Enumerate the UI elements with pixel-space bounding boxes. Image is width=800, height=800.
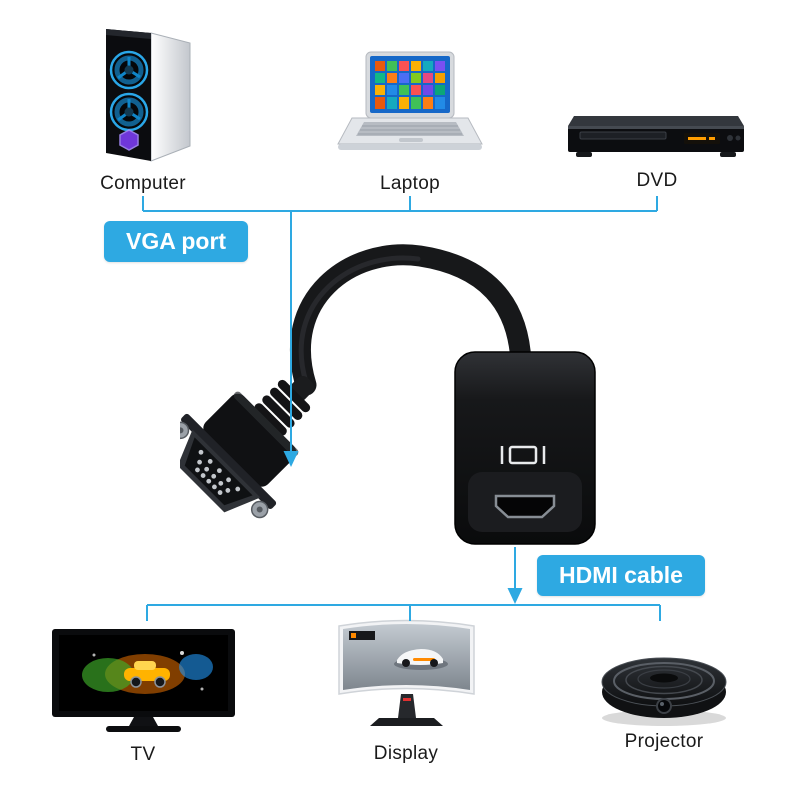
device-label-computer: Computer	[100, 173, 186, 194]
dvd-disc-tray	[579, 131, 667, 140]
top-bracket-line	[142, 196, 658, 212]
tv-screen-art	[82, 651, 213, 694]
dvd-top	[568, 116, 744, 126]
dvd-button	[727, 135, 733, 141]
device-tv	[50, 627, 237, 741]
device-computer	[93, 26, 198, 168]
laptop-illustration	[337, 51, 483, 150]
device-dvd	[560, 108, 752, 168]
device-label-display: Display	[373, 743, 439, 764]
vga-port-badge: VGA port	[104, 221, 249, 262]
tv-stand	[129, 717, 158, 726]
tv-illustration	[52, 629, 235, 732]
vga-pins	[195, 449, 241, 495]
dvd-player-illustration	[568, 116, 744, 157]
pc-fan-bottom	[109, 92, 149, 132]
device-laptop	[333, 50, 485, 164]
dvd-button	[735, 135, 741, 141]
hdmi-cable-badge: HDMI cable	[537, 555, 705, 596]
device-label-dvd: DVD	[636, 170, 678, 191]
hdmi-port	[494, 494, 556, 519]
vga-to-hdmi-adapter-illustration	[180, 244, 596, 545]
device-label-laptop: Laptop	[380, 173, 440, 194]
computer-illustration	[106, 29, 191, 162]
display-icon	[500, 445, 546, 465]
vga-connector	[180, 375, 315, 519]
pc-fan-top	[109, 50, 149, 90]
device-label-tv: TV	[130, 744, 156, 765]
device-label-projector: Projector	[624, 731, 704, 752]
monitor-screen-art	[349, 631, 448, 670]
projector-illustration	[601, 657, 727, 726]
laptop-screen-tiles	[375, 61, 445, 109]
laptop-touchpad	[399, 138, 423, 142]
device-display	[333, 614, 480, 738]
pc-side-panel	[150, 32, 191, 162]
pc-led-hexagon	[119, 129, 139, 151]
projector-lens	[656, 698, 672, 714]
device-projector	[590, 640, 738, 730]
curved-monitor-illustration	[338, 619, 475, 726]
monitor-stand	[398, 694, 416, 718]
hdmi-arrowhead	[507, 588, 523, 604]
